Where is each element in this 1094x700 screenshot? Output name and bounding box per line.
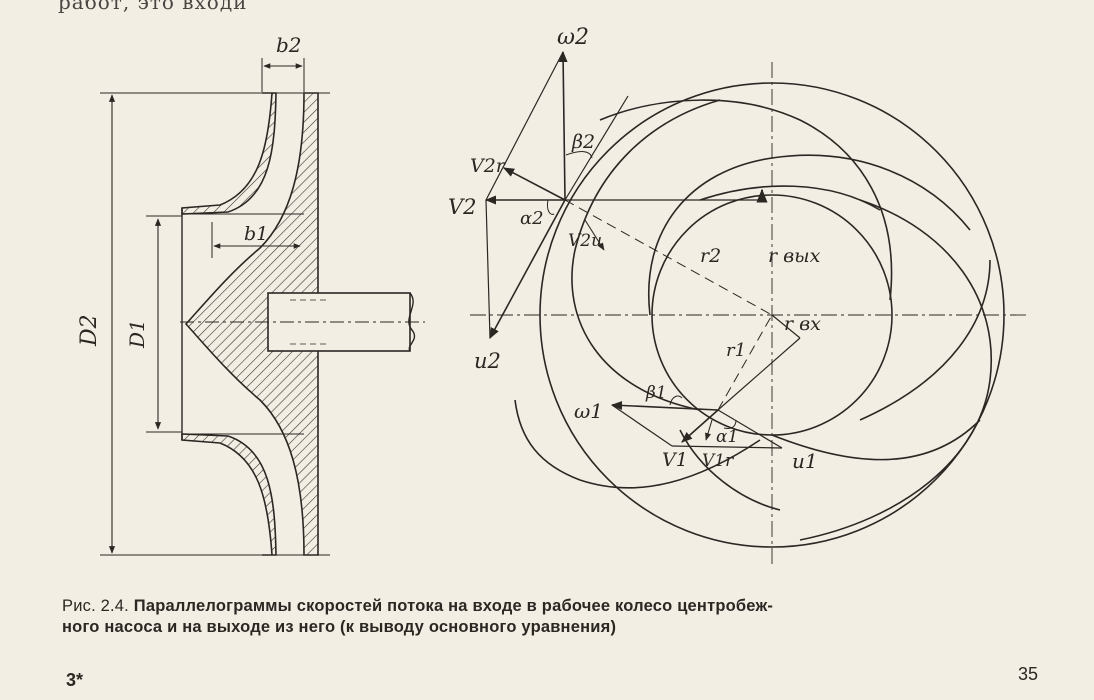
label-alpha2: α2 [520, 208, 544, 229]
label-v2: V2 [448, 195, 477, 219]
label-u2: u2 [474, 349, 501, 373]
label-v1: V1 [662, 449, 688, 471]
caption-line1: Параллелограммы скоростей потока на вход… [133, 597, 774, 615]
label-alpha1: α1 [716, 427, 738, 447]
header-fragment: работ, это входи [58, 0, 248, 14]
caption-lead: Рис. 2.4. [62, 597, 129, 615]
label-v1r: V1r [702, 451, 734, 471]
figure: b2 b1 D2 D1 [77, 25, 1028, 566]
page-number: 35 [1018, 664, 1039, 684]
outlet-velocity-triangle [484, 50, 773, 339]
label-u1: u1 [792, 449, 818, 473]
label-D2: D2 [77, 314, 102, 347]
label-r1: r1 [726, 340, 746, 361]
label-omega1: ω1 [574, 399, 603, 423]
label-r-in: r вх [784, 313, 821, 335]
label-r-out: r вых [768, 245, 821, 267]
figure-caption: Рис. 2.4. Параллелограммы скоростей пото… [62, 596, 1042, 638]
label-r2: r2 [700, 245, 721, 267]
caption-line2: ного насоса и на выходе из него (к вывод… [62, 618, 617, 636]
impeller-section [100, 58, 425, 556]
label-omega2: ω2 [557, 25, 589, 50]
label-v2r: V2r [470, 155, 507, 177]
signature-mark: 3* [66, 670, 84, 690]
label-beta2: β2 [571, 131, 595, 153]
label-b2: b2 [276, 33, 302, 57]
impeller-plan [470, 62, 1028, 566]
label-beta1: β1 [645, 383, 667, 403]
inlet-velocity-triangle [610, 314, 801, 449]
label-b1: b1 [244, 223, 268, 245]
label-D1: D1 [125, 319, 149, 349]
label-v2u: V2u [568, 231, 602, 251]
